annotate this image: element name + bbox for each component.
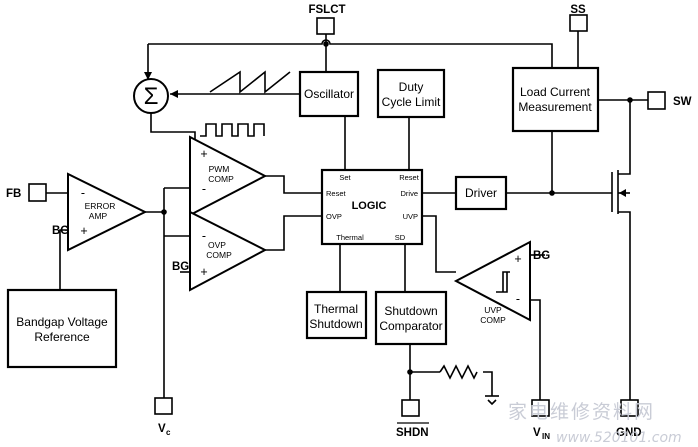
sawtooth-waveform <box>209 70 291 94</box>
pin-vin: V IN <box>531 399 550 441</box>
watermark-line1: 家电维修资料网 <box>508 401 655 423</box>
sum-input-arrow <box>170 90 178 98</box>
shutdown-label-line2: Comparator <box>379 319 442 333</box>
bg-label-uvp: BG <box>533 250 550 262</box>
pin-vc-label: V <box>158 423 166 435</box>
bg-label-error-amp: BG <box>52 225 69 237</box>
load-label-line2: Measurement <box>518 100 592 114</box>
pwm-comparator: + - PWM COMP <box>189 135 268 217</box>
pin-vin-label: V <box>533 427 541 439</box>
pin-vc-subscript: c <box>166 428 171 437</box>
load-current-block: Load Current Measurement <box>511 66 600 133</box>
uvp-label-line2: COMP <box>480 315 506 325</box>
ovp-minus: - <box>202 229 206 243</box>
duty-label-line1: Duty <box>399 80 424 94</box>
error-amp-plus: + <box>80 224 87 238</box>
pin-fb: FB <box>6 183 47 202</box>
error-amp-minus: - <box>81 186 85 200</box>
pwm-label-line2: COMP <box>208 174 234 184</box>
uvp-plus: + <box>514 252 521 266</box>
error-amp-label-line1: ERROR <box>85 201 116 211</box>
logic-uvp-label: UVP <box>403 212 418 221</box>
logic-thermal-label: Thermal <box>336 233 364 242</box>
bandgap-label-line2: Reference <box>34 330 90 344</box>
thermal-label-line2: Shutdown <box>309 317 362 331</box>
uvp-label-line1: UVP <box>484 305 502 315</box>
junction-dots <box>161 41 633 375</box>
logic-drive-label: Drive <box>400 189 418 198</box>
watermark-line2: www.520101.com <box>556 430 682 446</box>
oscillator-label: Oscillator <box>304 87 354 101</box>
oscillator-block: Oscillator <box>298 70 360 118</box>
driver-block: Driver <box>454 175 508 211</box>
thermal-shutdown-block: Thermal Shutdown <box>305 290 368 340</box>
square-waveform <box>200 123 265 137</box>
pin-fb-label: FB <box>6 188 21 200</box>
wires <box>46 31 648 406</box>
shutdown-comparator-block: Shutdown Comparator <box>374 290 448 346</box>
pwm-label-line1: PWM <box>209 164 230 174</box>
sum-top-arrow <box>144 72 152 80</box>
logic-block: LOGIC Set Reset Reset Drive OVP UVP Ther… <box>320 168 424 246</box>
error-amp-label-line2: AMP <box>89 211 108 221</box>
bandgap-label-line1: Bandgap Voltage <box>16 315 108 329</box>
pwm-minus: - <box>202 182 206 196</box>
pin-fslct-label: FSLCT <box>308 4 345 16</box>
logic-reset-top-label: Reset <box>399 173 420 182</box>
summing-junction: Σ <box>133 78 169 114</box>
summer-symbol: Σ <box>144 83 159 110</box>
logic-set-label: Set <box>339 173 351 182</box>
pin-vc: V c <box>154 397 173 437</box>
duty-cycle-block: Duty Cycle Limit <box>376 68 446 119</box>
ovp-comparator: - + OVP COMP <box>189 210 268 292</box>
ovp-label-line2: COMP <box>206 250 232 260</box>
load-label-line1: Load Current <box>520 85 591 99</box>
pin-sw-label: SW <box>673 96 692 108</box>
hysteresis-symbol <box>496 271 510 293</box>
uvp-minus: - <box>516 292 520 306</box>
pwm-plus: + <box>200 147 207 161</box>
logic-ovp-label: OVP <box>326 212 342 221</box>
thermal-label-line1: Thermal <box>314 302 358 316</box>
uvp-comparator: + - UVP COMP <box>453 240 531 325</box>
pin-sw: SW <box>647 91 692 110</box>
pin-gnd-label: GND <box>616 427 642 439</box>
pin-shdn: SHDN <box>396 399 429 439</box>
logic-title: LOGIC <box>352 200 387 212</box>
pin-fslct: FSLCT <box>308 4 346 35</box>
shutdown-label-line1: Shutdown <box>384 304 437 318</box>
pin-gnd: GND <box>616 399 642 439</box>
pin-ss-label: SS <box>570 4 586 16</box>
logic-reset-left-label: Reset <box>326 189 347 198</box>
pin-ss: SS <box>569 4 588 32</box>
pin-shdn-label: SHDN <box>396 427 429 439</box>
bandgap-block: Bandgap Voltage Reference <box>6 288 118 369</box>
bg-label-ovp: BG <box>172 261 189 273</box>
driver-label: Driver <box>465 186 497 200</box>
ovp-plus: + <box>200 265 207 279</box>
logic-sd-label: SD <box>395 233 406 242</box>
ovp-label-line1: OVP <box>208 240 226 250</box>
duty-label-line2: Cycle Limit <box>382 95 441 109</box>
error-amp: - + ERROR AMP <box>67 172 148 252</box>
pin-vin-subscript: IN <box>542 432 550 441</box>
